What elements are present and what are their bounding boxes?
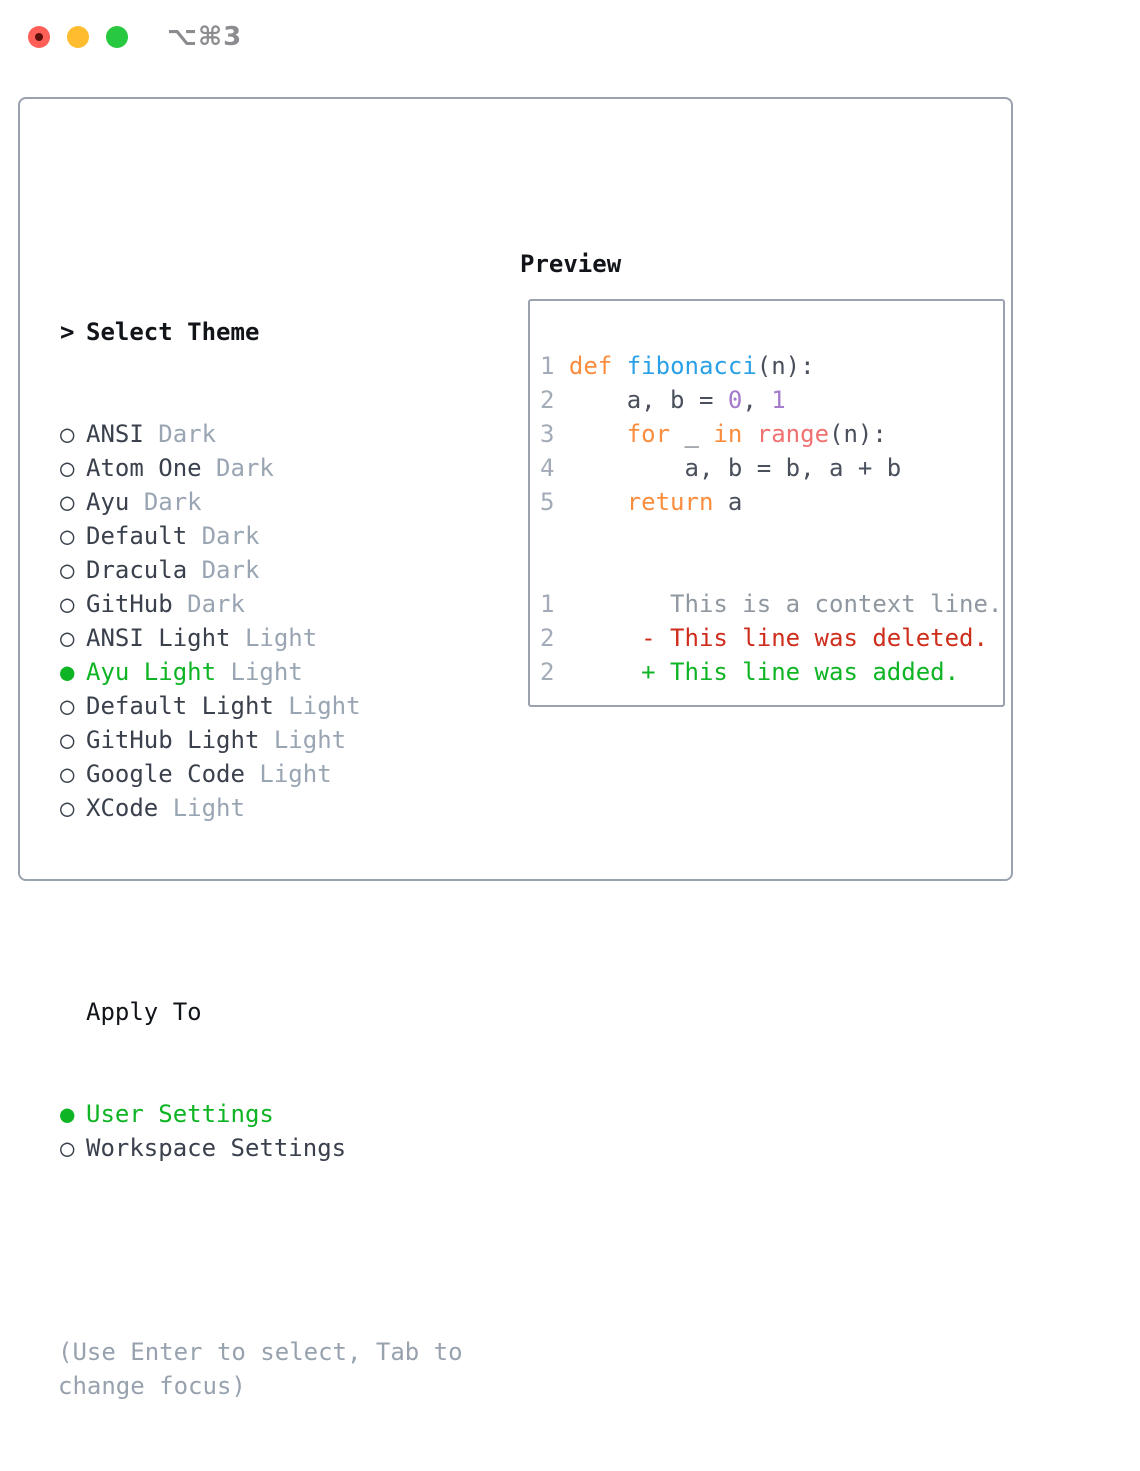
radio-icon: ○ (60, 454, 75, 482)
theme-variant: Light (230, 658, 303, 686)
window-title: ⌥⌘3 (167, 22, 243, 52)
apply-option-label: Workspace Settings (86, 1134, 347, 1162)
diff-line-del: 2 - This line was deleted. (540, 621, 1003, 655)
code-line: 1 def fibonacci(n): (540, 352, 815, 380)
diff-text: + This line was added. (568, 658, 960, 686)
traffic-light-close-button[interactable] (28, 26, 50, 48)
code-line: 3 for _ in range(n): (540, 420, 887, 448)
apply-option-label: User Settings (86, 1100, 274, 1128)
theme-name: XCode (86, 794, 159, 822)
theme-option-default-dark[interactable]: ○ Default Dark (60, 519, 520, 553)
titlebar: ⌥⌘3 (0, 0, 1140, 75)
line-number: 4 (540, 454, 555, 482)
diff-line-ctx: 1 This is a context line. (540, 587, 1003, 621)
line-number: 1 (540, 352, 555, 380)
theme-option-ansi-light-light[interactable]: ○ ANSI Light Light (60, 621, 520, 655)
theme-name: ANSI (86, 420, 144, 448)
spacer (60, 1233, 520, 1267)
traffic-light-zoom-button[interactable] (106, 26, 128, 48)
traffic-light-minimize-button[interactable] (67, 26, 89, 48)
theme-option-google-code-light[interactable]: ○ Google Code Light (60, 757, 520, 791)
code-line: 5 return a (540, 488, 743, 516)
theme-name: Default Light (86, 692, 274, 720)
preview-content: 1 def fibonacci(n): 2 a, b = 0, 1 3 for _ … (530, 301, 1003, 689)
apply-to-list: ● User Settings ○ Workspace Settings (60, 1097, 520, 1165)
theme-name: GitHub (86, 590, 173, 618)
diff-block: 1 This is a context line.2 - This line w… (540, 587, 1003, 689)
diff-line-add: 2 + This line was added. (540, 655, 1003, 689)
theme-option-ansi-dark[interactable]: ○ ANSI Dark (60, 417, 520, 451)
theme-option-default-light-light[interactable]: ○ Default Light Light (60, 689, 520, 723)
radio-icon: ○ (60, 488, 75, 516)
radio-icon: ○ (60, 692, 75, 720)
code-block: 1 def fibonacci(n): 2 a, b = 0, 1 3 for _ … (540, 349, 1003, 519)
theme-name: Google Code (86, 760, 245, 788)
radio-icon: ○ (60, 624, 75, 652)
hint-text: (Use Enter to select, Tab to change focu… (58, 1338, 463, 1400)
diff-text: This is a context line. (568, 590, 1003, 618)
line-number: 5 (540, 488, 555, 516)
radio-icon: ○ (60, 420, 75, 448)
theme-variant: Dark (187, 590, 245, 618)
theme-list-title: Select Theme (86, 318, 260, 346)
theme-list-header: > Select Theme (60, 315, 520, 349)
line-number: 1 (540, 590, 555, 618)
theme-name: Ayu Light (86, 658, 217, 686)
theme-name: GitHub Light (86, 726, 260, 754)
theme-name: Dracula (86, 556, 188, 584)
theme-variant: Dark (201, 522, 260, 550)
focus-caret-icon: > (60, 318, 75, 346)
apply-option-user-settings[interactable]: ● User Settings (60, 1097, 520, 1131)
theme-variant: Dark (143, 488, 202, 516)
radio-icon: ○ (60, 726, 75, 754)
diff-text: - This line was deleted. (568, 624, 988, 652)
traffic-lights (28, 26, 128, 48)
radio-icon: ○ (60, 1134, 75, 1162)
radio-icon: ○ (60, 522, 75, 550)
theme-option-atom-one-dark[interactable]: ○ Atom One Dark (60, 451, 520, 485)
settings-panel: > Select Theme ○ ANSI Dark ○ Atom One Dark ○ A… (18, 97, 1013, 1400)
radio-selected-icon: ● (60, 1100, 75, 1128)
theme-name: Atom One (86, 454, 202, 482)
preview-label: Preview (520, 250, 622, 278)
code-line: 4 a, b = b, a + b (540, 454, 902, 482)
theme-option-xcode-light[interactable]: ○ XCode Light (60, 791, 520, 825)
theme-option-dracula-dark[interactable]: ○ Dracula Dark (60, 553, 520, 587)
left-column: > Select Theme ○ ANSI Dark ○ Atom One Dark ○ A… (58, 247, 520, 1471)
line-number: 2 (540, 658, 555, 686)
theme-variant: Dark (216, 454, 274, 482)
theme-variant: Light (259, 760, 332, 788)
radio-icon: ○ (60, 760, 75, 788)
radio-icon: ○ (60, 590, 75, 618)
apply-option-workspace-settings[interactable]: ○ Workspace Settings (60, 1131, 520, 1165)
line-number: 3 (540, 420, 555, 448)
code-line: 2 a, b = 0, 1 (540, 386, 786, 414)
radio-icon: ○ (60, 794, 75, 822)
radio-selected-icon: ● (60, 658, 75, 686)
preview-pane: 1 def fibonacci(n): 2 a, b = 0, 1 3 for _ … (528, 299, 1005, 707)
theme-variant: Dark (158, 420, 217, 448)
theme-variant: Light (172, 794, 245, 822)
theme-option-ayu-light-light[interactable]: ● Ayu Light Light (60, 655, 520, 689)
apply-to-header: Apply To (86, 998, 202, 1026)
line-number: 2 (540, 624, 555, 652)
theme-option-ayu-dark[interactable]: ○ Ayu Dark (60, 485, 520, 519)
theme-list: ○ ANSI Dark ○ Atom One Dark ○ Ayu Dark ○ Defaul… (60, 417, 520, 825)
theme-variant: Light (244, 624, 318, 652)
app-window: ⌥⌘3 > Select Theme ○ ANSI Dark ○ Atom One Da… (0, 0, 1140, 1400)
spacer (60, 893, 520, 927)
theme-variant: Light (288, 692, 361, 720)
theme-variant: Dark (201, 556, 260, 584)
line-number: 2 (540, 386, 555, 414)
radio-icon: ○ (60, 556, 75, 584)
theme-variant: Light (273, 726, 347, 754)
theme-option-github-dark[interactable]: ○ GitHub Dark (60, 587, 520, 621)
theme-name: Default (86, 522, 188, 550)
theme-name: Ayu (86, 488, 130, 516)
theme-option-github-light-light[interactable]: ○ GitHub Light Light (60, 723, 520, 757)
theme-name: ANSI Light (86, 624, 231, 652)
unsaved-dot-icon (35, 33, 43, 41)
